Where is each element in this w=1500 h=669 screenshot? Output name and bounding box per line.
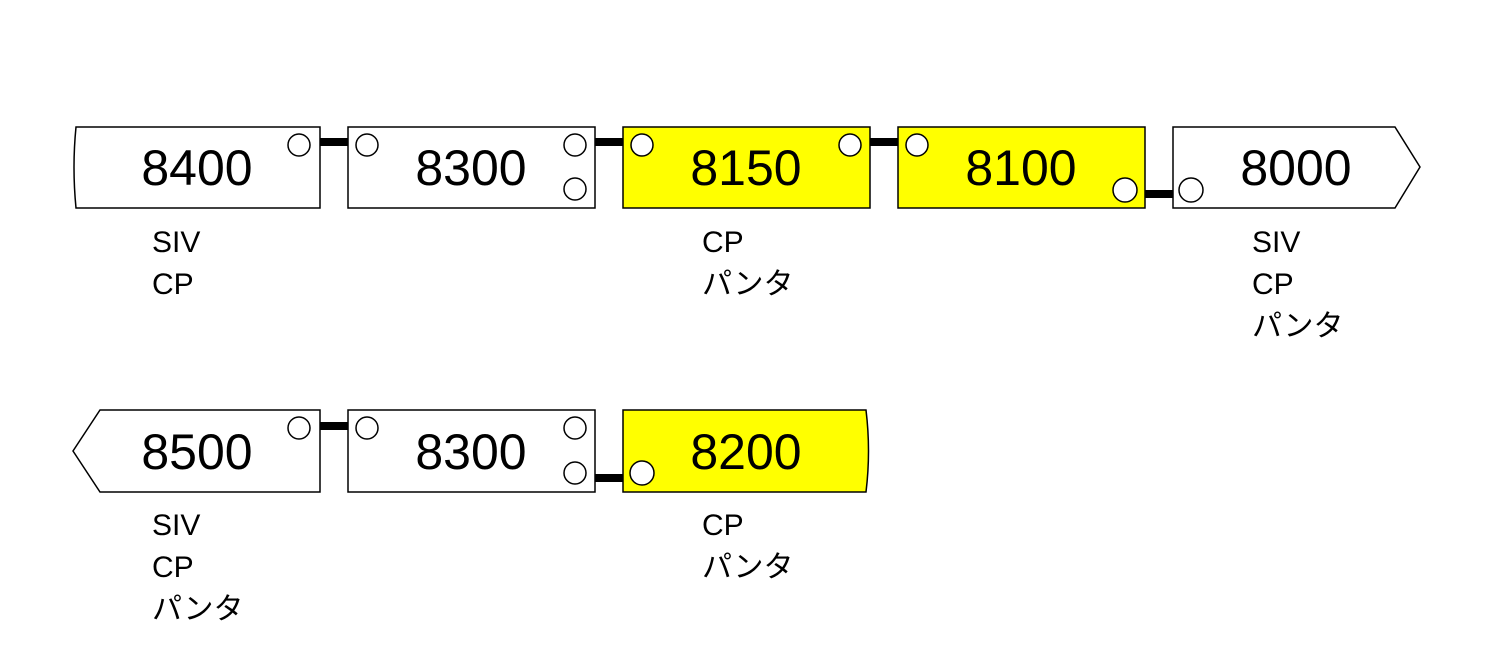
car-number: 8300 [415, 424, 526, 480]
car-body [347, 126, 596, 209]
car-body [347, 409, 596, 493]
equipment-label: パンタ [1252, 310, 1344, 343]
car-body [73, 126, 321, 209]
equipment-label: CP [1252, 268, 1294, 301]
coupler-circle-icon [1178, 177, 1204, 203]
coupler-circle-icon [630, 133, 654, 157]
car-body [622, 409, 870, 493]
car-number: 8000 [1240, 140, 1351, 196]
car-number: 8400 [141, 140, 252, 196]
car-8300-b: 8300 [347, 409, 596, 493]
car-8300: 8300 [347, 126, 596, 209]
car-body [622, 126, 871, 209]
car-8200: 8200 CP パンタ [622, 409, 870, 584]
car-body [1172, 126, 1421, 209]
coupler-circle-icon [287, 416, 311, 440]
car-8500: 8500 SIV CP パンタ [72, 409, 321, 626]
car-8150: 8150 CP パンタ [622, 126, 871, 301]
car-body [72, 409, 321, 493]
formation-2: 8500 SIV CP パンタ 8300 8200 CP パンタ [72, 409, 870, 626]
coupler-circle-icon [287, 133, 311, 157]
formation-1: 8400 SIV CP 8300 8150 CP パンタ 8100 [73, 126, 1421, 343]
equipment-label: SIV [1252, 226, 1300, 259]
car-body [897, 126, 1146, 209]
coupler-circle-icon [563, 461, 587, 485]
equipment-label: パンタ [702, 551, 794, 584]
equipment-label: CP [152, 268, 194, 301]
equipment-label: パンタ [152, 593, 244, 626]
car-number: 8500 [141, 424, 252, 480]
coupler-circle-icon [355, 133, 379, 157]
coupler-circle-icon [563, 416, 587, 440]
car-8400: 8400 SIV CP [73, 126, 321, 301]
car-number: 8200 [690, 424, 801, 480]
equipment-label: CP [702, 509, 744, 542]
coupler-circle-icon [355, 416, 379, 440]
coupler-circle-icon [905, 133, 929, 157]
car-8000: 8000 SIV CP パンタ [1172, 126, 1421, 343]
equipment-label: CP [152, 551, 194, 584]
coupler-circle-icon [563, 177, 587, 201]
car-number: 8300 [415, 140, 526, 196]
equipment-label: SIV [152, 509, 200, 542]
equipment-label: CP [702, 226, 744, 259]
coupler-circle-icon [629, 460, 655, 486]
equipment-label: パンタ [702, 268, 794, 301]
coupler-circle-icon [563, 133, 587, 157]
car-8100: 8100 [897, 126, 1146, 209]
car-number: 8100 [965, 140, 1076, 196]
coupler-circle-icon [1112, 177, 1138, 203]
coupler-circle-icon [838, 133, 862, 157]
equipment-label: SIV [152, 226, 200, 259]
car-number: 8150 [690, 140, 801, 196]
